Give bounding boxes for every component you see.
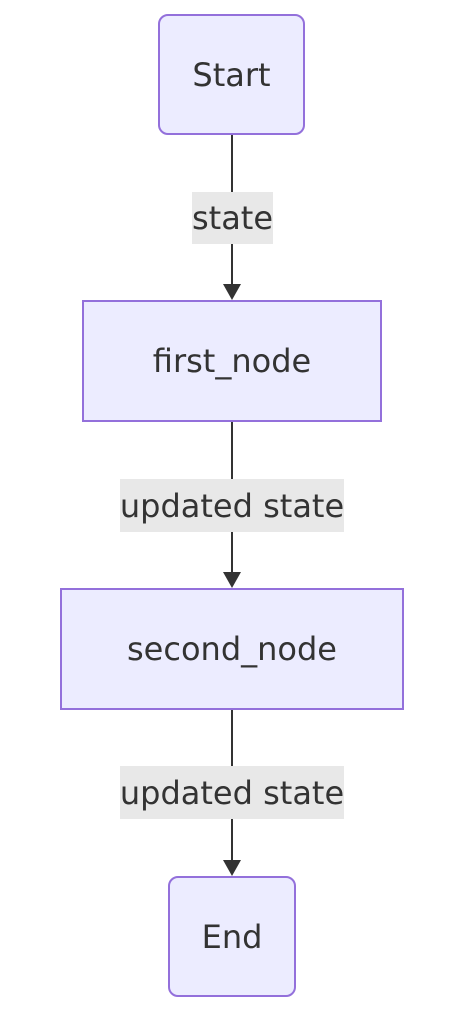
end-node-label: End [201,917,263,956]
first-node[interactable]: first_node [82,300,382,422]
arrowhead-first-node [223,284,241,300]
edge-label-updated-state-2: updated state [120,766,344,819]
second-node-label: second_node [127,630,337,668]
edge-label-state: state [192,192,273,244]
end-node[interactable]: End [168,876,296,997]
arrowhead-second-node [223,572,241,588]
edge-label-updated-state-1: updated state [120,479,344,532]
arrowhead-end [223,860,241,876]
first-node-label: first_node [152,342,312,380]
second-node[interactable]: second_node [60,588,404,710]
start-node-label: Start [192,55,271,94]
start-node[interactable]: Start [158,14,305,135]
